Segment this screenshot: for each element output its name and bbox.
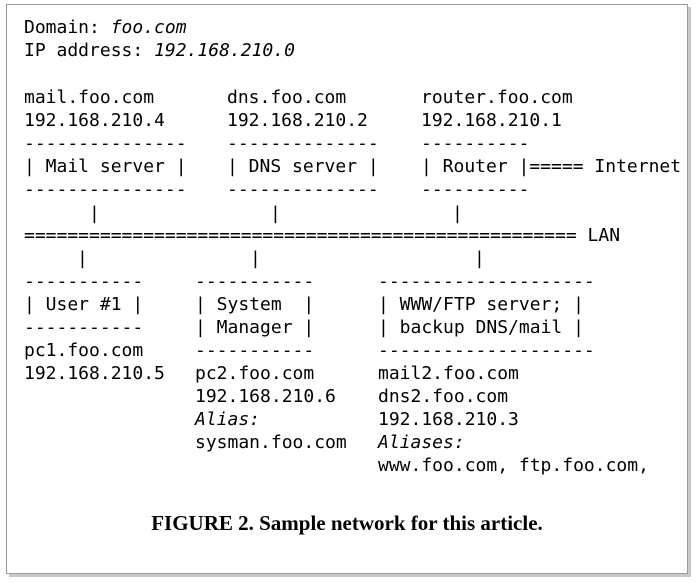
domain-label: Domain:	[24, 17, 100, 38]
www-host-ip: 192.168.210.3	[378, 409, 519, 430]
sysman-box-line2: | Manager |	[195, 317, 315, 338]
mail-host-name: mail.foo.com	[24, 87, 155, 108]
mail-link-pipe: |	[89, 203, 100, 224]
www-box-bottom: --------------------	[378, 340, 595, 361]
dns-link-pipe: |	[270, 203, 281, 224]
figure-frame: Domain: foo.com IP address: 192.168.210.…	[6, 4, 688, 574]
dns2-host-name: dns2.foo.com	[378, 386, 509, 407]
lan-backbone: ========================================…	[24, 225, 621, 246]
user-box: | User #1 |	[24, 294, 144, 315]
mail-host-ip: 192.168.210.4	[24, 110, 165, 131]
mail-box-top: ---------------	[24, 133, 187, 154]
figure-caption: FIGURE 2. Sample network for this articl…	[151, 511, 543, 535]
mail2-host-name: mail2.foo.com	[378, 363, 519, 384]
www-aliases-label: Aliases:	[378, 432, 465, 453]
router-box-bottom: ----------	[421, 179, 530, 200]
domain-line: Domain: foo.com	[24, 16, 187, 39]
pc2-alias-label: Alias:	[195, 409, 261, 430]
pc2-host-name: pc2.foo.com	[195, 363, 315, 384]
pc2-host-ip: 192.168.210.6	[195, 386, 336, 407]
sysman-box-line1: | System |	[195, 294, 315, 315]
dns-host-ip: 192.168.210.2	[227, 110, 368, 131]
sysman-box-top: -----------	[195, 271, 315, 292]
dns-box-bottom: --------------	[227, 179, 379, 200]
www-box-line2: | backup DNS/mail |	[378, 317, 584, 338]
user-box-top: -----------	[24, 271, 144, 292]
pc2-alias-value: sysman.foo.com	[195, 432, 347, 453]
sysman-link-pipe: |	[250, 248, 261, 269]
dns-server-box: | DNS server |	[227, 156, 379, 177]
pc1-host-name: pc1.foo.com	[24, 340, 144, 361]
www-box-top: --------------------	[378, 271, 595, 292]
www-box-line1: | WWW/FTP server; |	[378, 294, 584, 315]
ip-label: IP address:	[24, 40, 144, 61]
mail-server-box: | Mail server |	[24, 156, 187, 177]
www-aliases-value: www.foo.com, ftp.foo.com,	[378, 455, 649, 476]
www-link-pipe: |	[474, 248, 485, 269]
user-link-pipe: |	[77, 248, 88, 269]
ip-value: 192.168.210.0	[154, 40, 295, 61]
user-box-bottom: -----------	[24, 317, 144, 338]
sysman-box-bottom: -----------	[195, 340, 315, 361]
dns-host-name: dns.foo.com	[227, 87, 347, 108]
router-link-pipe: |	[452, 203, 463, 224]
ip-line: IP address: 192.168.210.0	[24, 39, 295, 62]
router-host-ip: 192.168.210.1	[421, 110, 562, 131]
mail-box-bottom: ---------------	[24, 179, 187, 200]
pc1-host-ip: 192.168.210.5	[24, 363, 165, 384]
domain-value: foo.com	[110, 17, 187, 38]
router-box-top: ----------	[421, 133, 530, 154]
router-box: | Router |===== Internet	[421, 156, 682, 177]
router-host-name: router.foo.com	[421, 87, 573, 108]
dns-box-top: --------------	[227, 133, 379, 154]
